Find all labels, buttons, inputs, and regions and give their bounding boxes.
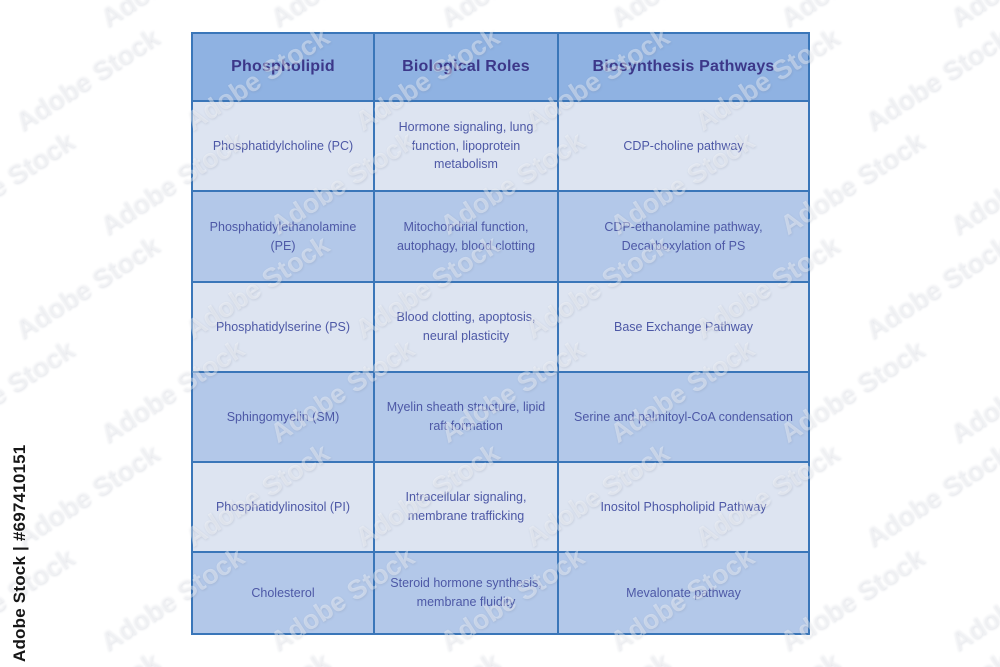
- table-row: Phosphatidylcholine (PC)Hormone signalin…: [191, 100, 810, 192]
- cell-phospholipid: Phosphatidylcholine (PC): [191, 100, 375, 192]
- watermark-text: Adobe Stock: [265, 0, 420, 33]
- cell-roles: Mitochondrial function, autophagy, blood…: [373, 190, 559, 283]
- watermark-text: Adobe Stock: [605, 0, 760, 33]
- stock-credit-text: Adobe Stock | #697410151: [10, 444, 29, 662]
- cell-pathways: Mevalonate pathway: [557, 551, 810, 635]
- watermark-text: Adobe Stock: [944, 126, 1000, 241]
- watermark-text: Adobe Stock: [0, 125, 80, 241]
- table-row: Phosphatidylethanolamine (PE)Mitochondri…: [191, 190, 810, 283]
- watermark-text: Adobe Stock: [945, 0, 1000, 33]
- cell-pathways: Base Exchange Pathway: [557, 281, 810, 373]
- watermark-text: Adobe Stock: [95, 0, 250, 33]
- watermark-text: Adobe Stock: [859, 21, 1000, 137]
- watermark-text: Adobe Stock: [435, 0, 590, 33]
- header-cell-phospholipid: Phospholipid: [191, 32, 375, 102]
- cell-phospholipid: Phosphatidylinositol (PI): [191, 461, 375, 553]
- watermark-text: Adobe Stock: [0, 0, 80, 33]
- cell-pathways: CDP-ethanolamine pathway, Decarboxylatio…: [557, 190, 810, 283]
- watermark-text: Adobe Stock: [860, 646, 1000, 667]
- watermark-text: Adobe Stock: [690, 646, 845, 667]
- cell-roles: Hormone signaling, lung function, lipopr…: [373, 100, 559, 192]
- watermark-text: Adobe Stock: [944, 334, 1000, 449]
- cell-roles: Blood clotting, apoptosis, neural plasti…: [373, 281, 559, 373]
- watermark-text: Adobe Stock: [9, 21, 165, 137]
- watermark-text: Adobe Stock: [9, 437, 165, 553]
- table-row: Phosphatidylserine (PS)Blood clotting, a…: [191, 281, 810, 373]
- cell-phospholipid: Sphingomyelin (SM): [191, 371, 375, 463]
- watermark-text: Adobe Stock: [180, 646, 335, 667]
- cell-phospholipid: Cholesterol: [191, 551, 375, 635]
- cell-roles: Myelin sheath structure, lipid raft form…: [373, 371, 559, 463]
- cell-roles: Steroid hormone synthesis, membrane flui…: [373, 551, 559, 635]
- watermark-text: Adobe Stock: [944, 542, 1000, 657]
- watermark-text: Adobe Stock: [520, 646, 675, 667]
- cell-pathways: CDP-choline pathway: [557, 100, 810, 192]
- header-cell-biosynthesis-pathways: Biosynthesis Pathways: [557, 32, 810, 102]
- table-row: Sphingomyelin (SM)Myelin sheath structur…: [191, 371, 810, 463]
- watermark-text: Adobe Stock: [9, 229, 165, 345]
- header-cell-biological-roles: Biological Roles: [373, 32, 559, 102]
- watermark-text: Adobe Stock: [775, 0, 930, 33]
- cell-pathways: Inositol Phospholipid Pathway: [557, 461, 810, 553]
- cell-pathways: Serine and palmitoyl-CoA condensation: [557, 371, 810, 463]
- table-row: Phosphatidylinositol (PI)Intracellular s…: [191, 461, 810, 553]
- watermark-text: Adobe Stock: [859, 229, 1000, 345]
- cell-roles: Intracellular signaling, membrane traffi…: [373, 461, 559, 553]
- table-body: Phosphatidylcholine (PC)Hormone signalin…: [191, 100, 810, 635]
- table-header-row: Phospholipid Biological Roles Biosynthes…: [191, 32, 810, 102]
- cell-phospholipid: Phosphatidylserine (PS): [191, 281, 375, 373]
- cell-phospholipid: Phosphatidylethanolamine (PE): [191, 190, 375, 283]
- watermark-text: Adobe Stock: [859, 437, 1000, 553]
- phospholipid-table: Phospholipid Biological Roles Biosynthes…: [191, 32, 810, 635]
- watermark-text: Adobe Stock: [350, 646, 505, 667]
- watermark-text: Adobe Stock: [10, 646, 165, 667]
